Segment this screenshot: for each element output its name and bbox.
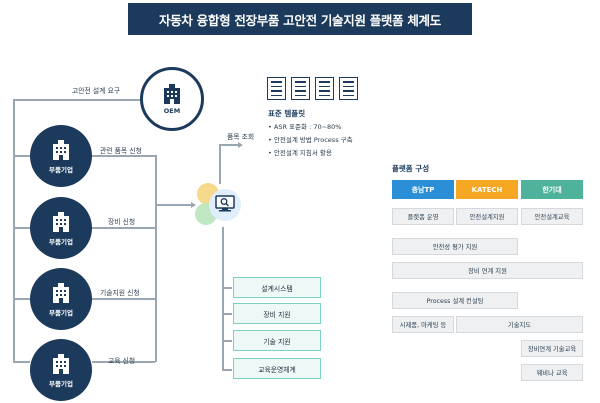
connector-s2 bbox=[13, 227, 30, 229]
supplier-node: 부품기업 bbox=[30, 268, 92, 330]
oem-node: OEM bbox=[140, 67, 204, 131]
platform-cell: 웨비나 교육 bbox=[521, 364, 583, 381]
supplier-label: 부품기업 bbox=[49, 237, 73, 246]
supplier-node: 부품기업 bbox=[30, 339, 92, 401]
platform-cell: Process 설계 컨설팅 bbox=[392, 292, 518, 309]
oem-label: OEM bbox=[163, 107, 181, 115]
platform-cell: 장비연계 기술교육 bbox=[521, 340, 583, 357]
supplier-label: 부품기업 bbox=[49, 165, 73, 174]
building-icon bbox=[164, 84, 180, 104]
link-s1 bbox=[92, 155, 155, 157]
platform-cell: 시제품, 마케팅 등 bbox=[392, 316, 454, 333]
supplier-request-label: 장비 신청 bbox=[108, 218, 136, 226]
document-icon bbox=[315, 77, 334, 100]
supplier-request-label: 기술지원 신청 bbox=[100, 289, 140, 297]
org-header-katech: KATECH bbox=[456, 180, 518, 199]
document-icon bbox=[339, 77, 358, 100]
supplier-label: 부품기업 bbox=[49, 308, 73, 317]
document-icon bbox=[267, 77, 286, 100]
hub-label: 품목 조회 bbox=[227, 133, 255, 141]
platform-title: 플랫폼 구성 bbox=[392, 164, 430, 173]
building-icon bbox=[53, 211, 69, 232]
platform-cell: 안전설계교육 bbox=[521, 208, 583, 225]
building-icon bbox=[53, 139, 69, 160]
building-icon bbox=[53, 282, 69, 303]
service-education: 교육운영체계 bbox=[233, 358, 321, 379]
link-to-hub bbox=[155, 204, 195, 206]
service-design-system: 설계시스템 bbox=[233, 277, 321, 298]
svc-arrow-3 bbox=[222, 340, 232, 342]
connector-s1 bbox=[13, 155, 30, 157]
platform-cell: 안전설계지원 bbox=[456, 208, 518, 225]
supplier-request-label: 교육 신청 bbox=[108, 357, 136, 365]
supplier-label: 부품기업 bbox=[49, 379, 73, 388]
template-bullet: • 안전설계 방법 Process 구축 bbox=[268, 136, 353, 144]
monitor-search-icon bbox=[215, 195, 235, 212]
service-equipment: 장비 지원 bbox=[233, 303, 321, 324]
svc-arrow-4 bbox=[222, 369, 232, 371]
connector-s4 bbox=[13, 361, 30, 363]
platform-cell: 장비 연계 지원 bbox=[392, 262, 583, 279]
supplier-request-label: 관련 품목 신청 bbox=[100, 147, 142, 155]
hub-up-right bbox=[219, 144, 241, 146]
page-title: 자동차 융합형 전장부품 고안전 기술지원 플랫폼 체계도 bbox=[128, 3, 472, 35]
service-technical: 기술 지원 bbox=[233, 330, 321, 351]
link-s2 bbox=[92, 227, 155, 229]
oem-request-label: 고안전 설계 요구 bbox=[72, 87, 121, 95]
platform-cell: 기술지도 bbox=[456, 316, 583, 333]
connector-oem bbox=[13, 99, 140, 101]
template-bullet: • 안전설계 지침서 활용 bbox=[268, 149, 332, 157]
hub-up bbox=[219, 144, 221, 184]
arrow-to-hub bbox=[191, 202, 196, 208]
svc-arrow-2 bbox=[222, 313, 232, 315]
org-header-koreatech: 한기대 bbox=[521, 180, 583, 199]
org-header-cntp: 충남TP bbox=[392, 180, 454, 199]
link-bus bbox=[155, 155, 157, 362]
building-icon bbox=[53, 353, 69, 374]
standard-template-title: 표준 템플릿 bbox=[268, 109, 306, 118]
arrow-to-template bbox=[238, 142, 243, 148]
platform-cell: 안전성 평가 지원 bbox=[392, 238, 518, 255]
connector-trunk bbox=[13, 99, 15, 361]
link-s4 bbox=[92, 361, 155, 363]
svc-arrow-1 bbox=[222, 287, 232, 289]
connector-s3 bbox=[13, 298, 30, 300]
platform-cell: 플랫폼 운영 bbox=[392, 208, 454, 225]
supplier-node: 부품기업 bbox=[30, 125, 92, 187]
link-s3 bbox=[92, 298, 155, 300]
hub-down bbox=[222, 227, 224, 370]
hub-node bbox=[195, 183, 245, 227]
supplier-node: 부품기업 bbox=[30, 197, 92, 259]
document-icon bbox=[291, 77, 310, 100]
template-bullet: • ASR 표준화 : 70~80% bbox=[268, 123, 342, 131]
